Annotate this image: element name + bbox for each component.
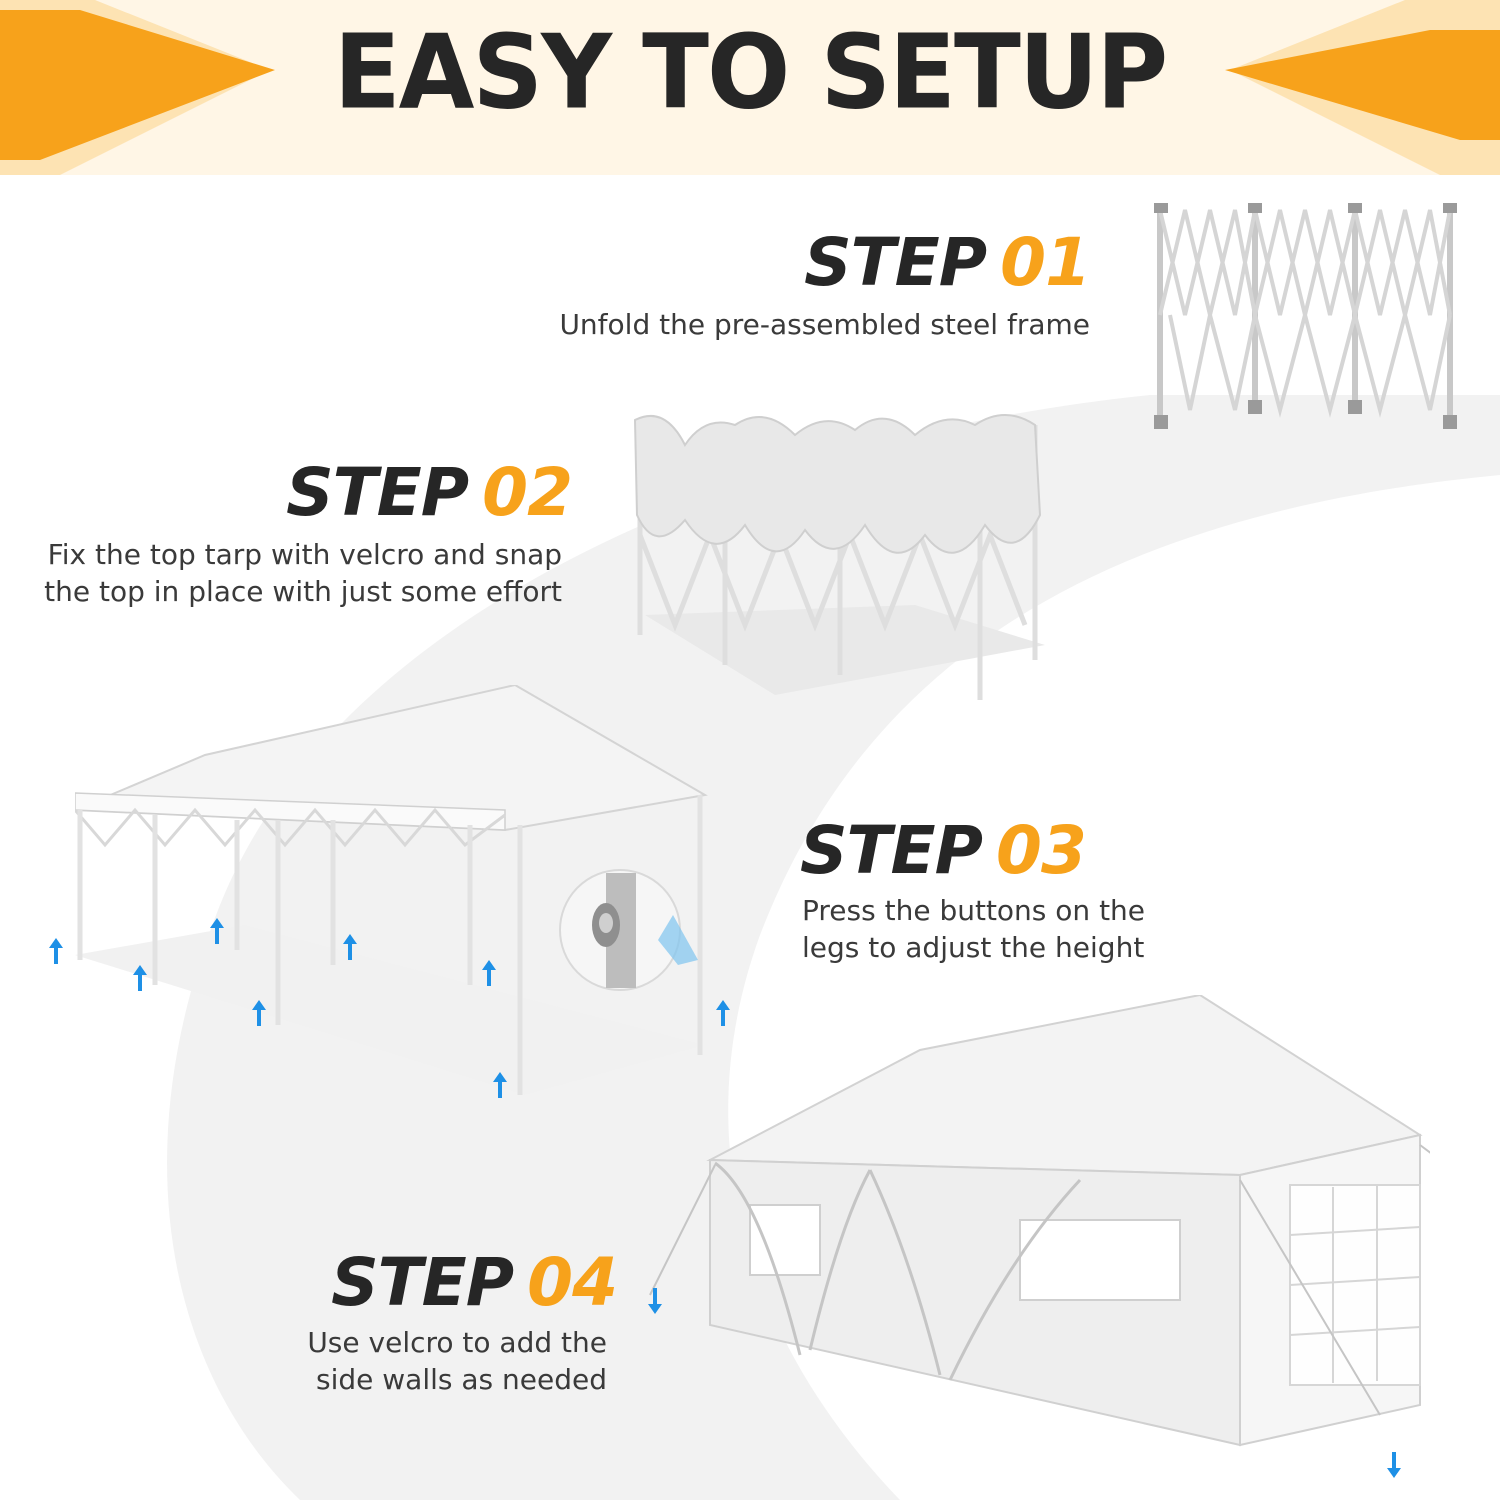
step-01-description: Unfold the pre-assembled steel frame <box>559 308 1090 341</box>
canopy-tent-image <box>75 685 708 1095</box>
folded-frame-image <box>1154 203 1457 429</box>
background-swoosh <box>167 395 1500 1500</box>
up-arrow-icon <box>493 1072 507 1098</box>
up-arrow-icon <box>343 934 357 960</box>
right-orange-chevron <box>1225 0 1500 175</box>
step-03-description: Press the buttons on the legs to adjust … <box>802 894 1146 964</box>
step-word: STEP <box>804 224 987 301</box>
down-arrow-icon <box>1387 1452 1401 1478</box>
step-number: 03 <box>996 812 1087 889</box>
step-number: 02 <box>482 454 573 531</box>
frame-with-tarp-image <box>633 414 1045 700</box>
page-title: EASY TO SETUP <box>333 13 1169 133</box>
step-04-description: Use velcro to add the side walls as need… <box>307 1326 607 1396</box>
up-arrow-icon <box>716 1000 730 1026</box>
leg-button-zoom-icon <box>559 869 698 991</box>
left-orange-chevron <box>0 0 275 175</box>
step-word: STEP <box>800 812 983 889</box>
step-number: 04 <box>527 1244 618 1321</box>
step-02-description: Fix the top tarp with velcro and snap th… <box>44 538 562 608</box>
down-arrow-icon <box>648 1288 662 1314</box>
up-arrow-icon <box>210 918 224 944</box>
header-banner <box>0 0 1500 175</box>
tent-with-sidewalls-image <box>649 995 1430 1447</box>
up-arrow-icon <box>482 960 496 986</box>
step-number: 01 <box>1000 224 1091 301</box>
up-arrow-icon <box>49 938 63 964</box>
step-word: STEP <box>286 454 469 531</box>
step-word: STEP <box>331 1244 514 1321</box>
up-arrow-icon <box>252 1000 266 1026</box>
up-arrow-icon <box>133 965 147 991</box>
